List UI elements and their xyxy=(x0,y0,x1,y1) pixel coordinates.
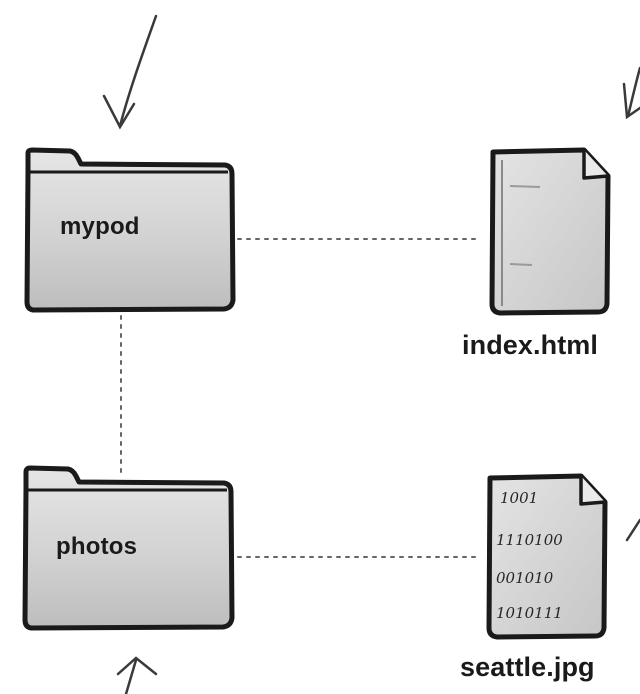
folder-label-mypod: mypod xyxy=(60,213,140,240)
folder-label-photos: photos xyxy=(56,533,138,560)
arrow-to-photos xyxy=(116,656,158,694)
binary-line-3: 001010 xyxy=(496,569,554,587)
folder-icon xyxy=(24,147,236,313)
binary-file-icon: 1001 1110100 001010 1010111 xyxy=(486,473,608,640)
file-label-index: index.html xyxy=(462,330,599,360)
arrow-to-mypod xyxy=(102,14,158,130)
connectors xyxy=(120,238,481,558)
binary-line-1: 1001 xyxy=(500,489,538,507)
text-document-icon xyxy=(489,147,611,316)
file-label-seattle: seattle.jpg xyxy=(460,652,595,682)
arrow-to-index xyxy=(622,66,640,120)
binary-line-2: 1110100 xyxy=(496,531,563,549)
binary-line-4: 1010111 xyxy=(496,604,563,622)
arrow-to-seattle xyxy=(625,518,640,542)
folder-icon xyxy=(22,465,235,631)
